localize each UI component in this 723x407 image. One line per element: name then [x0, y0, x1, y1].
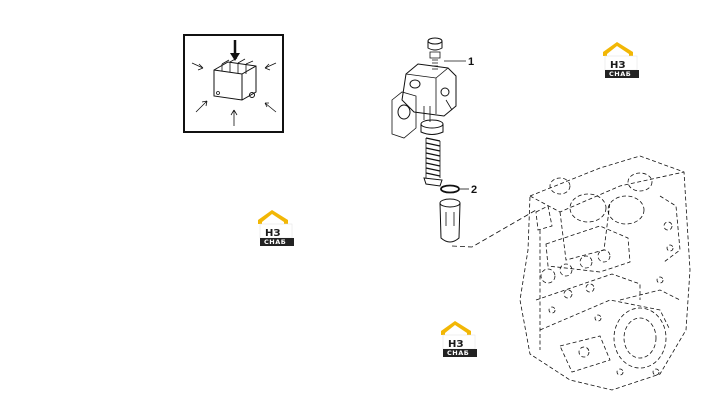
callout-1: 1	[444, 56, 474, 68]
watermark-monogram: НЗ	[448, 339, 463, 350]
callout-2: 2	[460, 184, 477, 196]
watermark-text: СНАБ	[609, 70, 631, 78]
assembly-line	[451, 209, 537, 248]
tappet	[439, 198, 461, 243]
callout-2-label: 2	[471, 184, 477, 196]
plunger-spring	[423, 137, 443, 187]
watermark-monogram: НЗ	[265, 228, 280, 239]
watermark-text: СНАБ	[447, 349, 469, 357]
callout-1-label: 1	[468, 56, 474, 68]
delivery-valve-holder-icon	[427, 37, 443, 70]
watermark-monogram: НЗ	[610, 60, 625, 71]
inset-detail	[183, 34, 284, 133]
engine-block-icon	[519, 155, 691, 391]
pump-body	[391, 63, 457, 139]
watermark-logo-1: НЗ СНАБ	[602, 41, 640, 79]
watermark-text: СНАБ	[264, 238, 286, 246]
o-ring-icon	[440, 184, 460, 194]
watermark-logo-3: НЗ СНАБ	[440, 320, 478, 358]
watermark-logo-2: НЗ СНАБ	[257, 209, 295, 247]
injection-pump-assembly	[391, 37, 537, 248]
pump-removal-direction-icon	[191, 40, 277, 126]
